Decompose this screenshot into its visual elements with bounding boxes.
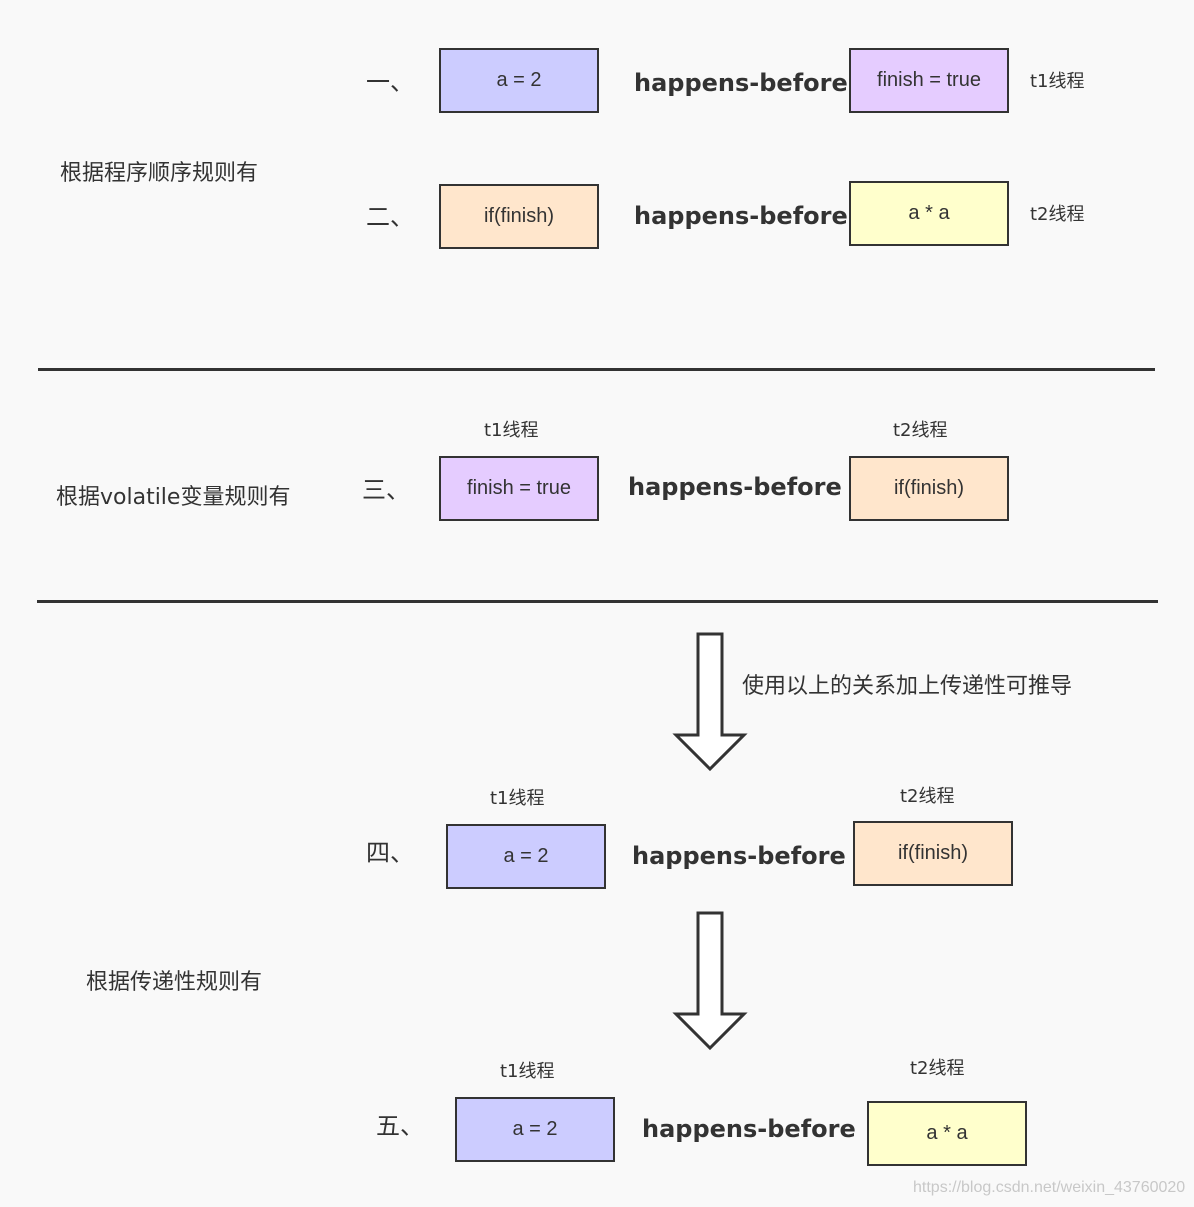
row-1-left-box: a = 2 (439, 48, 599, 113)
section-divider-2 (37, 600, 1158, 603)
volatile-rule-label: 根据volatile变量规则有 (56, 485, 291, 510)
row-5-index: 五、 (376, 1112, 424, 1140)
row-3-index: 三、 (362, 476, 410, 504)
row-3-left-box: finish = true (439, 456, 599, 521)
row-1-index: 一、 (366, 68, 414, 96)
row-1-relation: happens-before (634, 69, 848, 97)
transitivity-rule-label: 根据传递性规则有 (86, 970, 263, 995)
row-2-relation: happens-before (634, 202, 848, 230)
row-3-right-thread-label: t2线程 (893, 420, 948, 441)
down-arrow-icon (672, 632, 748, 772)
row-1-thread-label: t1线程 (1030, 71, 1085, 92)
row-4-index: 四、 (366, 839, 414, 867)
row-2-left-box: if(finish) (439, 184, 599, 249)
row-5-left-box: a = 2 (455, 1097, 615, 1162)
row-5-relation: happens-before (642, 1115, 856, 1143)
row-5-left-thread-label: t1线程 (500, 1061, 555, 1082)
row-4-left-thread-label: t1线程 (490, 788, 545, 809)
transitivity-note: 使用以上的关系加上传递性可推导 (742, 674, 1073, 699)
watermark-url: https://blog.csdn.net/weixin_43760020 (913, 1179, 1186, 1196)
row-4-right-box: if(finish) (853, 821, 1013, 886)
down-arrow-icon (672, 911, 748, 1051)
program-order-rule-label: 根据程序顺序规则有 (60, 161, 259, 186)
row-5-right-thread-label: t2线程 (910, 1058, 965, 1079)
row-3-right-box: if(finish) (849, 456, 1009, 521)
section-divider-1 (38, 368, 1155, 371)
row-2-right-box: a * a (849, 181, 1009, 246)
row-2-index: 二、 (366, 203, 414, 231)
row-3-relation: happens-before (628, 473, 842, 501)
row-1-right-box: finish = true (849, 48, 1009, 113)
row-4-right-thread-label: t2线程 (900, 786, 955, 807)
row-4-left-box: a = 2 (446, 824, 606, 889)
row-4-relation: happens-before (632, 842, 846, 870)
row-5-right-box: a * a (867, 1101, 1027, 1166)
row-2-thread-label: t2线程 (1030, 204, 1085, 225)
row-3-left-thread-label: t1线程 (484, 420, 539, 441)
